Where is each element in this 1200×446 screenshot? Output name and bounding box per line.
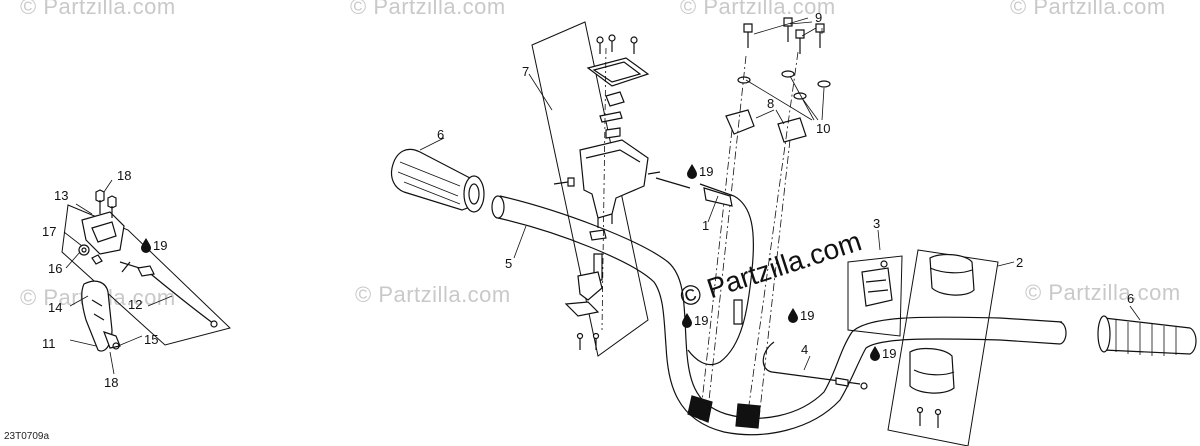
lubricant-drop-icon bbox=[788, 308, 798, 323]
watermark: © Partzilla.com bbox=[355, 282, 511, 307]
throttle-lever-assembly bbox=[61, 189, 231, 352]
callout-13: 13 bbox=[54, 188, 68, 203]
callout-9: 9 bbox=[815, 10, 822, 25]
callout-19: 19 bbox=[694, 313, 708, 328]
switch-housing-assembly bbox=[887, 249, 999, 446]
callout-6-left-grip: 6 bbox=[437, 127, 444, 142]
callout-18-top: 18 bbox=[117, 168, 131, 183]
master-cylinder-assembly bbox=[531, 21, 661, 357]
callout-12: 12 bbox=[128, 297, 142, 312]
throttle-housing-assembly bbox=[847, 255, 903, 337]
callout-2: 2 bbox=[1016, 255, 1023, 270]
diagram-code: 23T0709a bbox=[4, 431, 50, 442]
lubricant-drop-icon bbox=[687, 164, 697, 179]
callout-19: 19 bbox=[800, 308, 814, 323]
watermark: © Partzilla.com bbox=[350, 0, 506, 19]
watermark: © Partzilla.com bbox=[1025, 280, 1181, 305]
leader-lines bbox=[63, 17, 1141, 375]
callout-1: 1 bbox=[702, 218, 709, 233]
callout-19: 19 bbox=[699, 164, 713, 179]
callout-18-bottom: 18 bbox=[104, 375, 118, 390]
callout-5: 5 bbox=[505, 256, 512, 271]
watermark: © Partzilla.com bbox=[20, 0, 176, 19]
callout-11: 11 bbox=[42, 336, 56, 351]
left-grip bbox=[390, 148, 485, 213]
callout-8: 8 bbox=[767, 96, 774, 111]
watermark: © Partzilla.com bbox=[1010, 0, 1166, 19]
lubricant-callouts: 19 19 19 19 19 19 bbox=[141, 164, 896, 361]
throttle-cable bbox=[762, 341, 868, 390]
callout-7: 7 bbox=[522, 64, 529, 79]
lubricant-drop-icon bbox=[141, 238, 151, 253]
lubricant-drop-icon bbox=[870, 346, 880, 361]
callout-19: 19 bbox=[153, 238, 167, 253]
callout-15: 15 bbox=[144, 332, 158, 347]
callout-6-right-grip: 6 bbox=[1127, 291, 1134, 306]
right-grip bbox=[1097, 315, 1197, 356]
watermark: © Partzilla.com bbox=[680, 0, 836, 19]
callout-10: 10 bbox=[816, 121, 830, 136]
callout-3: 3 bbox=[873, 216, 880, 231]
handlebar bbox=[491, 195, 1067, 436]
callout-4: 4 bbox=[801, 342, 808, 357]
callout-17: 17 bbox=[42, 224, 56, 239]
callout-16: 16 bbox=[48, 261, 62, 276]
callout-19: 19 bbox=[882, 346, 896, 361]
callout-14: 14 bbox=[48, 300, 62, 315]
handlebar-clamps bbox=[699, 17, 831, 429]
callouts: 7 6 5 1 4 3 2 6 9 8 10 18 13 17 16 12 14… bbox=[42, 10, 1134, 390]
